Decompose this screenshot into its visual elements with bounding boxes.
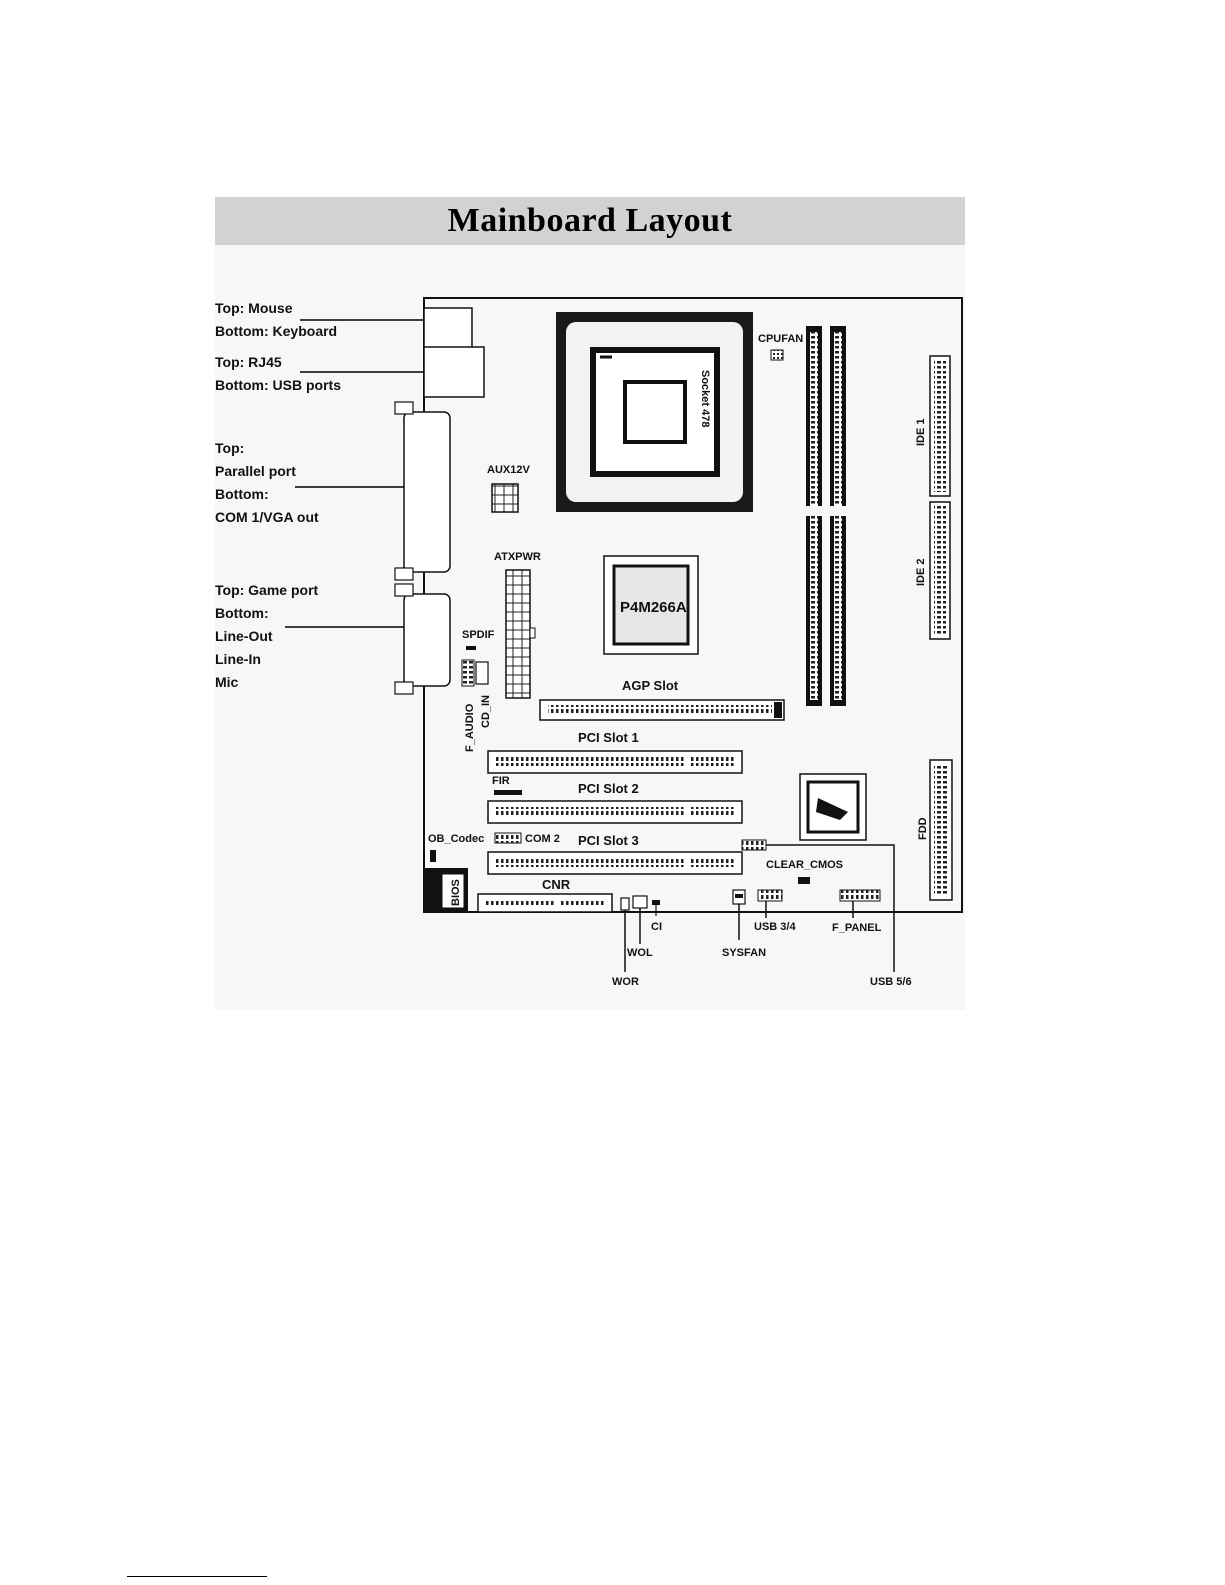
rj45-usb-connector: [423, 346, 485, 398]
usb34-header: [757, 889, 783, 902]
ci-header: [652, 900, 660, 905]
aux12v-label: AUX12V: [487, 464, 530, 476]
clear-cmos-jumper: [798, 877, 810, 884]
wol-header: [632, 895, 648, 909]
f-audio-label: F_AUDIO: [464, 703, 476, 752]
f-panel-label: F_PANEL: [832, 922, 882, 934]
label-parallel-com: Top: Parallel port Bottom: COM 1/VGA out: [215, 440, 319, 525]
wor-header: [620, 897, 630, 911]
cnr-label: CNR: [542, 877, 571, 892]
com2-header: [494, 832, 522, 844]
label-game-audio: Top: Game port Bottom: Line-Out Line-In …: [215, 582, 319, 690]
sysfan-label: SYSFAN: [722, 947, 766, 959]
wor-label: WOR: [612, 976, 639, 988]
title-bar: Mainboard Layout: [215, 197, 965, 245]
cd-in-connector: [475, 661, 489, 685]
pci2-label: PCI Slot 2: [578, 781, 639, 796]
spdif-header: [466, 646, 476, 650]
pci1-label: PCI Slot 1: [578, 730, 639, 745]
usb34-label: USB 3/4: [754, 921, 796, 933]
ob-codec-label: OB_Codec: [428, 833, 484, 845]
cd-in-label: CD_IN: [480, 695, 492, 728]
wol-label: WOL: [627, 947, 653, 959]
usb56-label: USB 5/6: [870, 976, 912, 988]
game-audio-connector: [403, 593, 451, 687]
pci3-label: PCI Slot 3: [578, 833, 639, 848]
f-audio-header: [461, 659, 475, 687]
spdif-label: SPDIF: [462, 629, 495, 641]
parallel-connector: [403, 411, 451, 573]
usb56-header: [741, 839, 767, 851]
label-rj45-usb: Top: RJ45 Bottom: USB ports: [215, 354, 341, 393]
cpufan-header: [770, 349, 784, 361]
ide1-label: IDE 1: [915, 418, 927, 446]
atxpwr-connector: [505, 569, 531, 699]
clear-cmos-label: CLEAR_CMOS: [766, 859, 843, 871]
cpufan-label: CPUFAN: [758, 333, 803, 345]
page-title: Mainboard Layout: [447, 202, 733, 239]
label-mouse-keyboard: Top: Mouse Bottom: Keyboard: [215, 300, 338, 339]
aux12v-connector: [491, 483, 519, 513]
socket-label: Socket 478: [699, 370, 711, 427]
com2-label: COM 2: [525, 833, 560, 845]
fdd-label: FDD: [917, 817, 929, 840]
chip-label: P4M266A: [620, 599, 687, 616]
agp-label: AGP Slot: [622, 678, 679, 693]
fir-label: FIR: [492, 775, 510, 787]
ob-codec-jumper: [430, 850, 436, 862]
bios-label: BIOS: [450, 879, 462, 906]
ci-label: CI: [651, 921, 662, 933]
ps2-connector: [423, 307, 473, 349]
fir-header: [494, 790, 522, 795]
ide2-label: IDE 2: [915, 558, 927, 586]
f-panel-header: [839, 889, 881, 902]
footnote-divider: [127, 1576, 267, 1577]
atxpwr-label: ATXPWR: [494, 551, 541, 563]
